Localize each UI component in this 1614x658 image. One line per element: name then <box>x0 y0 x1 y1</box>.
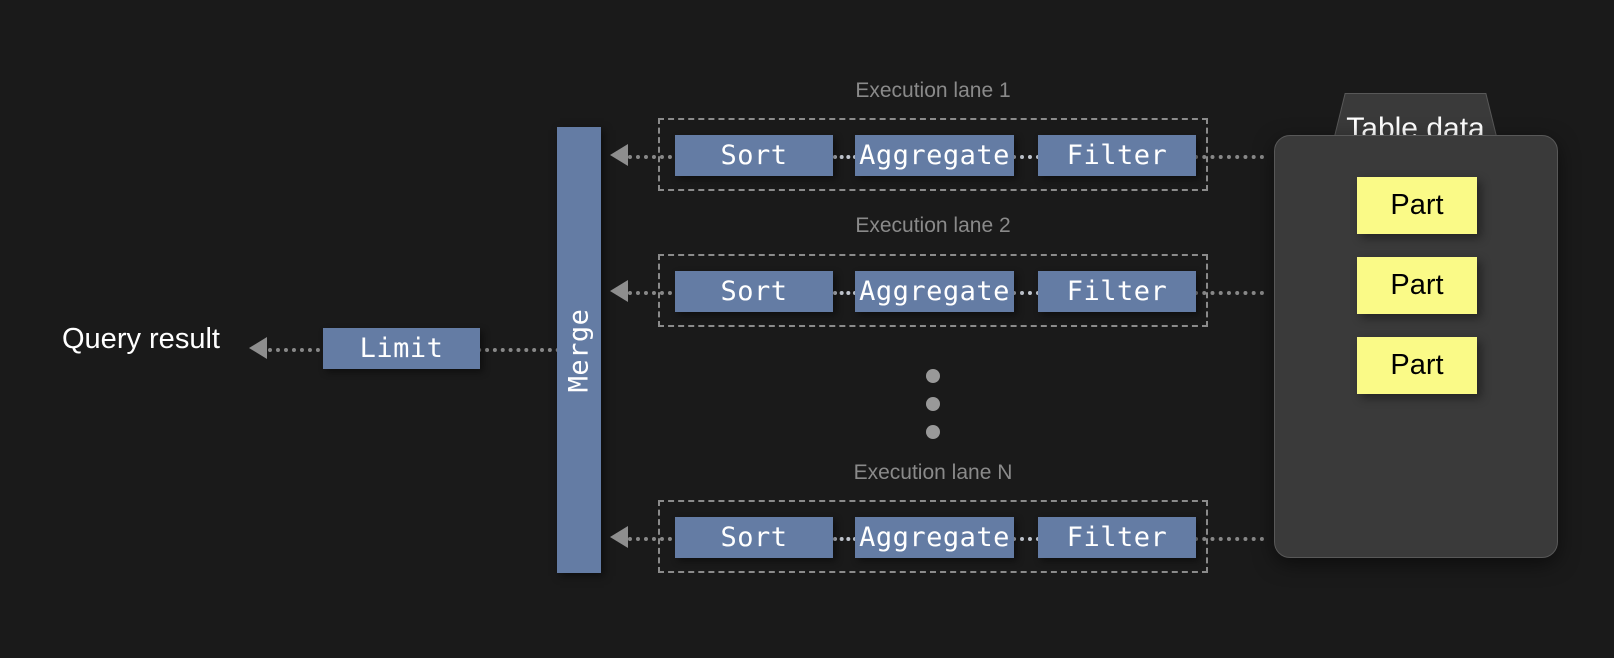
connector-lane-1-to-table <box>1194 155 1264 159</box>
connector-sort-aggregate-lane-1 <box>833 155 857 159</box>
operator-aggregate-lane-2-label: Aggregate <box>859 276 1010 307</box>
operator-sort-lane-2-label: Sort <box>720 276 788 307</box>
table-part-2[interactable]: Part <box>1357 257 1477 314</box>
operator-aggregate-lane-1[interactable]: Aggregate <box>855 135 1014 176</box>
operator-aggregate-lane-2[interactable]: Aggregate <box>855 271 1014 312</box>
arrow-to-query-result <box>249 337 267 359</box>
lane-caption-1: Execution lane 1 <box>855 79 1011 102</box>
connector-limit-to-result <box>268 348 328 352</box>
operator-sort-lane-n[interactable]: Sort <box>675 517 833 558</box>
table-part-1[interactable]: Part <box>1357 177 1477 234</box>
lane-container-1 <box>658 118 1208 191</box>
connector-sort-aggregate-lane-n <box>833 537 857 541</box>
table-data-tab-seam <box>1340 150 1491 168</box>
connector-sort-aggregate-lane-2 <box>833 291 857 295</box>
operator-sort-lane-1[interactable]: Sort <box>675 135 833 176</box>
lane-ellipsis-dot-2 <box>926 397 940 411</box>
operator-filter-lane-n[interactable]: Filter <box>1038 517 1196 558</box>
operator-aggregate-lane-n[interactable]: Aggregate <box>855 517 1014 558</box>
merge-bar[interactable]: Merge <box>557 127 601 573</box>
operator-filter-lane-1[interactable]: Filter <box>1038 135 1196 176</box>
merge-label: Merge <box>563 308 595 392</box>
arrow-lane-n-to-merge <box>610 526 628 548</box>
lane-container-2 <box>658 254 1208 327</box>
table-part-2-label: Part <box>1390 269 1444 301</box>
operator-sort-lane-1-label: Sort <box>720 140 788 171</box>
lane-container-n <box>658 500 1208 573</box>
connector-aggregate-filter-lane-n <box>1012 537 1040 541</box>
arrow-lane-2-to-merge <box>610 280 628 302</box>
operator-filter-lane-2[interactable]: Filter <box>1038 271 1196 312</box>
operator-filter-lane-n-label: Filter <box>1066 522 1168 553</box>
lane-ellipsis-dot-1 <box>926 369 940 383</box>
operator-aggregate-lane-1-label: Aggregate <box>859 140 1010 171</box>
operator-limit-label: Limit <box>359 333 444 364</box>
connector-aggregate-filter-lane-2 <box>1012 291 1040 295</box>
table-part-3-label: Part <box>1390 349 1444 381</box>
lane-caption-2: Execution lane 2 <box>855 214 1011 237</box>
arrow-lane-1-to-merge <box>610 144 628 166</box>
operator-filter-lane-2-label: Filter <box>1066 276 1168 307</box>
table-part-1-label: Part <box>1390 189 1444 221</box>
operator-limit[interactable]: Limit <box>323 328 480 369</box>
lane-ellipsis-dot-3 <box>926 425 940 439</box>
query-result-label: Query result <box>62 323 220 355</box>
operator-filter-lane-1-label: Filter <box>1066 140 1168 171</box>
connector-lane-n-to-table <box>1194 537 1264 541</box>
connector-aggregate-filter-lane-1 <box>1012 155 1040 159</box>
operator-sort-lane-2[interactable]: Sort <box>675 271 833 312</box>
connector-lane-2-to-table <box>1194 291 1264 295</box>
table-part-3[interactable]: Part <box>1357 337 1477 394</box>
operator-aggregate-lane-n-label: Aggregate <box>859 522 1010 553</box>
operator-sort-lane-n-label: Sort <box>720 522 788 553</box>
lane-caption-n: Execution lane N <box>853 461 1013 484</box>
